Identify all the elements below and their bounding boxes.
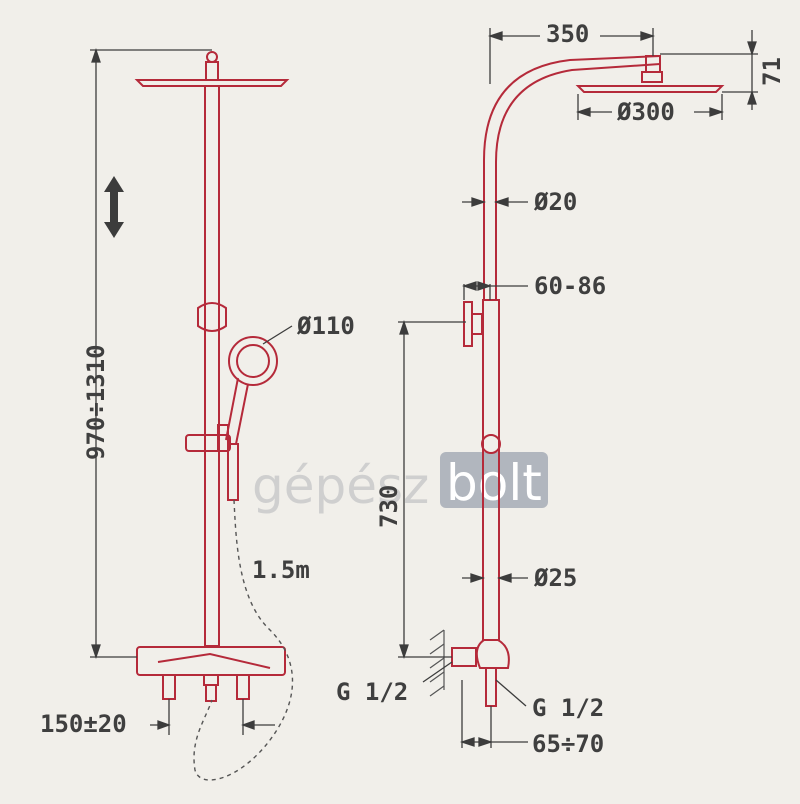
overhead-showerhead-side xyxy=(575,85,725,93)
hose xyxy=(193,499,294,781)
bracket-arrow-bottom xyxy=(399,644,409,660)
inlet-left-leader xyxy=(422,661,453,683)
head-height-label: 71 xyxy=(758,57,786,86)
mixer-leg-right xyxy=(236,674,250,700)
lower-pipe-diameter-label: Ø25 xyxy=(533,564,577,592)
handshower-handle xyxy=(225,377,249,445)
overhead-showerhead xyxy=(134,79,290,87)
reach-arrow-right xyxy=(640,31,656,41)
mixer-leg-left xyxy=(162,674,176,700)
height-arrow-bottom xyxy=(91,644,101,660)
reach-arrow-left xyxy=(487,31,503,41)
inlet-right-label: G 1/2 xyxy=(532,694,604,722)
curved-arm-inner xyxy=(495,63,661,300)
lower-pipe-arrow-right xyxy=(496,573,512,583)
hose-length-label: 1.5m xyxy=(252,556,310,584)
head-height-arrow-bottom xyxy=(747,89,757,105)
upper-clamp xyxy=(197,302,227,332)
right-view xyxy=(451,55,725,707)
clamp-range-label: 60-86 xyxy=(534,272,606,300)
offset-arrow-left xyxy=(459,737,475,747)
watermark: gépész bolt xyxy=(252,452,548,515)
mixer-spacing-label: 150±20 xyxy=(40,710,127,738)
mixer-detail xyxy=(157,652,271,669)
diameter-arrow-left xyxy=(575,107,591,117)
left-view-dimensions xyxy=(90,47,293,735)
wall-hatch xyxy=(429,629,445,697)
offset-arrow-right xyxy=(478,737,494,747)
inlet-left-label: G 1/2 xyxy=(336,678,408,706)
upper-pipe-diameter-label: Ø20 xyxy=(533,188,577,216)
wall-bracket-base xyxy=(463,301,473,347)
bracket-height-label: 730 xyxy=(375,485,403,528)
head-connector-knob xyxy=(206,51,218,63)
clamp-arrow-left xyxy=(461,281,477,291)
height-range-label: 970÷1310 xyxy=(82,344,110,460)
watermark-box xyxy=(440,452,548,508)
head-height-arrow-top xyxy=(747,41,757,57)
upper-pipe-arrow-left xyxy=(471,197,487,207)
head-diameter-label: Ø300 xyxy=(616,98,675,126)
right-view-dimensions xyxy=(398,28,758,748)
head-connector xyxy=(205,61,219,81)
mixer-side-outlet xyxy=(485,667,497,707)
clamp-arrow-right xyxy=(477,281,493,291)
height-arrow-top xyxy=(91,47,101,63)
diameter-arrow-right xyxy=(709,107,725,117)
handshower-diameter-label: Ø110 xyxy=(296,312,355,340)
spacing-arrow-left xyxy=(157,720,171,730)
handshower-face xyxy=(236,344,270,378)
inlet-right-leader xyxy=(495,679,527,707)
wall-bracket-plate xyxy=(471,313,483,335)
watermark-text-part1: gépész xyxy=(252,457,429,515)
riser-pipe xyxy=(204,85,220,647)
mixer-side-body xyxy=(475,639,510,669)
upper-pipe-arrow-right xyxy=(493,197,509,207)
curved-arm-outer xyxy=(483,55,661,300)
slider-holder-arm xyxy=(217,424,229,452)
spacing-arrow-right xyxy=(241,720,255,730)
slider-holder xyxy=(185,434,231,452)
watermark-text-part2: bolt xyxy=(446,454,542,512)
mixer-outlet xyxy=(203,674,219,686)
handshower-leader xyxy=(262,325,293,345)
wall-offset-label: 65÷70 xyxy=(532,730,604,758)
mixer-wall-connector xyxy=(451,647,477,667)
hose-connector xyxy=(205,684,217,702)
riser-coupling xyxy=(481,434,501,454)
left-view xyxy=(134,51,290,702)
handshower-head xyxy=(228,336,278,386)
reach-label: 350 xyxy=(546,20,589,48)
lower-pipe-arrow-left xyxy=(470,573,486,583)
handshower-grip xyxy=(227,443,239,501)
bracket-arrow-top xyxy=(399,319,409,335)
head-swivel xyxy=(641,71,663,83)
double-arrow-vertical-icon xyxy=(104,176,124,238)
